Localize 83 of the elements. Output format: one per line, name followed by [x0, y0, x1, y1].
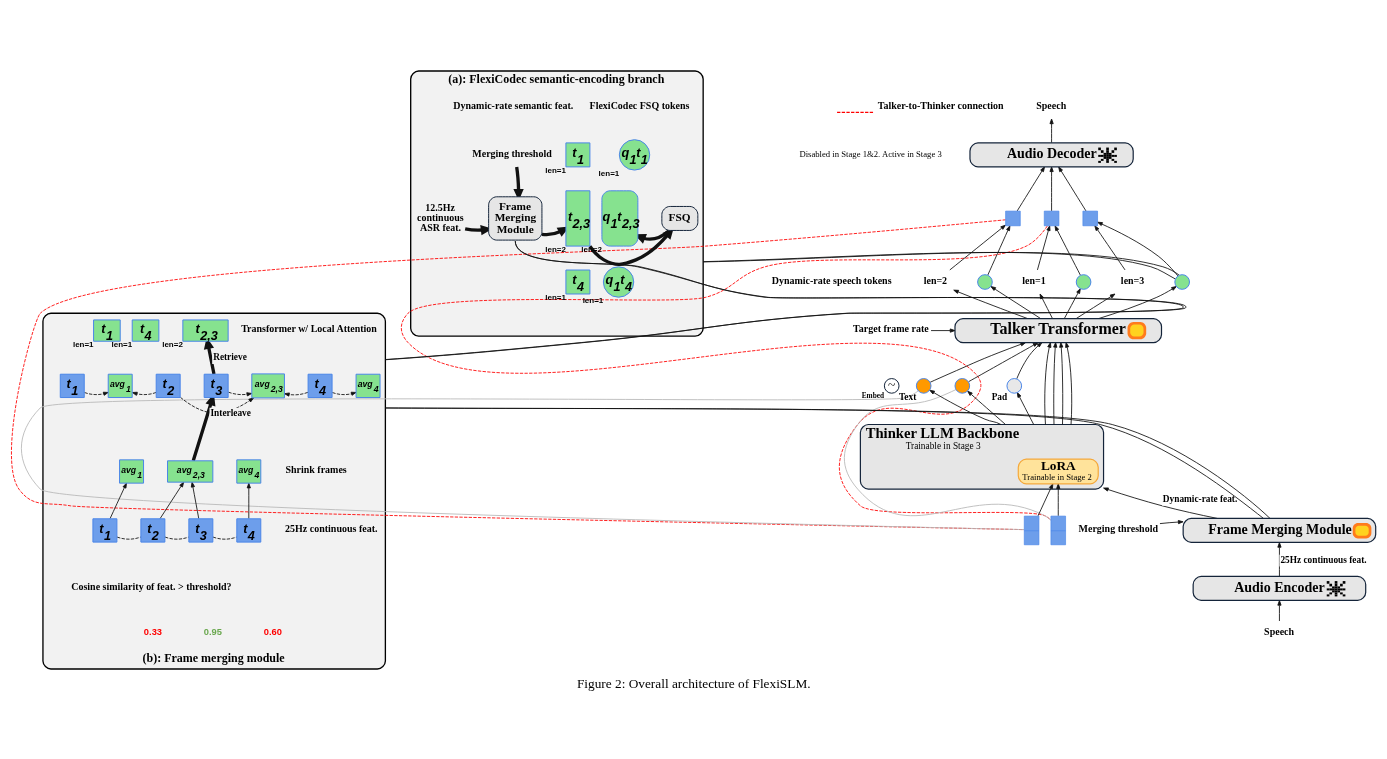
arrow: [1044, 341, 1052, 425]
edge-label: 25Hz continuous feat.: [1280, 554, 1367, 565]
node-text: len=1: [1022, 274, 1046, 286]
node-circle: [915, 377, 932, 394]
arrow: [1037, 482, 1054, 516]
node-box: [1005, 210, 1021, 226]
node-box: Frame Merging Module: [1182, 517, 1377, 543]
node-box: Audio Encoder: [1192, 575, 1367, 601]
edge-label: Interleave: [210, 407, 251, 418]
arrow: [987, 224, 1011, 276]
node-box: [1043, 210, 1060, 226]
label: Dynamic-rate speech tokens: [771, 274, 892, 286]
node-label: Embed: [861, 390, 885, 400]
arrow: [1039, 293, 1053, 319]
node-text: Speech: [1264, 625, 1295, 637]
legend-label: Talker-to-Thinker connection: [877, 99, 1004, 111]
node-box: Frame Merging Module: [488, 195, 543, 241]
arrow: [159, 481, 185, 519]
node-circle: [1174, 273, 1190, 290]
node-box: Talker Transformer: [954, 317, 1163, 343]
arrow: [1016, 391, 1035, 425]
arrow: [84, 391, 109, 396]
caption: Figure 2: Overall architecture of FlexiSLM.: [576, 675, 811, 691]
edge-label: Dynamic-rate feat.: [1162, 493, 1238, 504]
node-label: Text: [899, 391, 917, 402]
node-text: Target frame rate: [853, 322, 929, 334]
arrow: [1053, 341, 1058, 425]
label: Transformer w/ Local Attention: [241, 322, 377, 334]
label: 0.60: [263, 626, 282, 637]
arrow: [1277, 599, 1282, 621]
connector: [164, 536, 190, 540]
arrow: [1037, 224, 1051, 270]
arrow: [929, 389, 1002, 425]
arrow: [1016, 165, 1045, 211]
label: Disabled in Stage 1&2. Active in Stage 3: [799, 148, 942, 159]
node-circle: [1006, 377, 1023, 394]
arrow: [1063, 287, 1081, 319]
label: Cosine similarity of feat. > threshold?: [71, 580, 232, 592]
arrow: [1094, 224, 1126, 270]
edge-label: Retrieve: [213, 351, 247, 362]
label: 25Hz continuous feat.: [285, 522, 378, 534]
arrow: [967, 390, 1006, 425]
label: 0.95: [203, 626, 222, 637]
arrow: [1054, 224, 1081, 276]
arrow: [1049, 165, 1054, 211]
node-label: Pad: [991, 391, 1008, 402]
node-text: Speech: [1036, 99, 1067, 111]
arrow: [1097, 221, 1179, 276]
node-text: len=3: [1120, 274, 1145, 286]
arrow: [109, 482, 127, 519]
label: Dynamic-rate semantic feat.: [453, 99, 574, 111]
arrow: [1065, 341, 1073, 425]
connector: [116, 536, 142, 540]
connector: [843, 388, 1052, 521]
connector: [20, 390, 1025, 530]
node-text: len=2: [923, 274, 948, 286]
arrow: [284, 391, 309, 397]
arrow: [949, 224, 1006, 270]
node-text: 12.5Hz continuous ASR feat.: [417, 201, 464, 233]
node-box: LoRA Trainable in Stage 2: [1017, 458, 1099, 484]
arrow: [227, 391, 253, 396]
label: FlexiCodec FSQ tokens: [589, 99, 690, 111]
arrow: [1159, 519, 1184, 524]
arrow: [930, 328, 956, 333]
label: Shrink frames: [285, 463, 347, 475]
arrow: [1056, 482, 1061, 516]
node-circle: [1075, 273, 1092, 290]
arrow: [131, 391, 157, 396]
node-box: FSQ: [661, 205, 699, 231]
node-circle: [977, 273, 993, 290]
node-box: Audio Decoder: [969, 141, 1134, 167]
arrow: [1058, 165, 1087, 211]
node-text: Merging threshold: [472, 147, 552, 159]
arrow: [1059, 341, 1064, 425]
arrow: [190, 481, 200, 519]
arrow: [331, 391, 357, 396]
node-circle: ~: [883, 377, 900, 394]
arrow: [1049, 118, 1054, 143]
node-text: Merging threshold: [1078, 522, 1158, 534]
label: 0.33: [143, 626, 162, 637]
arrow: [246, 482, 251, 519]
node-box: [1082, 210, 1098, 226]
connector: [212, 536, 238, 540]
